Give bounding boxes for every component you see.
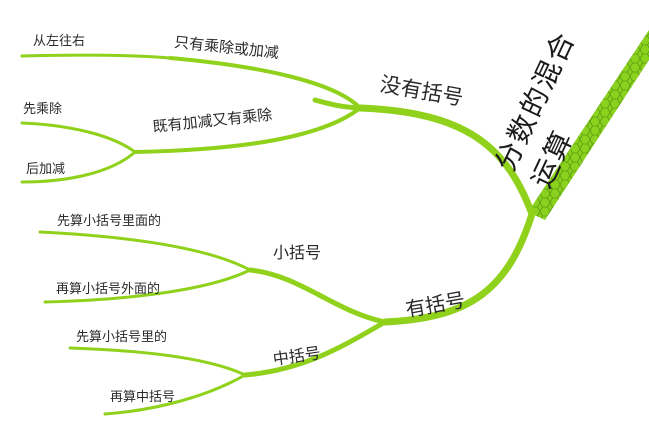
branch-leaf-middle-then	[103, 373, 247, 416]
root-trunk	[528, 30, 649, 220]
leaf-mul-div-first: 先乘除	[23, 102, 63, 117]
leaf-middle-then: 再算中括号	[110, 390, 176, 405]
leaf-left-to-right: 从左往右	[33, 34, 86, 49]
leaf-middle-inside: 先算小括号里的	[76, 330, 168, 345]
branch-middle	[242, 319, 388, 378]
branch-leaf-mul-div-first	[20, 121, 137, 154]
branch-mixed	[133, 106, 362, 154]
branch-no-brackets-tip	[312, 97, 363, 111]
branch-label-small: 小括号	[273, 243, 322, 262]
branch-leaf-left-to-right	[20, 53, 172, 60]
leaf-small-inside: 先算小括号里面的	[57, 214, 162, 229]
branch-no-brackets	[356, 104, 536, 218]
branch-only-add-sub	[168, 56, 362, 110]
branch-leaf-add-sub-after	[20, 150, 137, 184]
branch-leaf-middle-inside	[68, 346, 247, 377]
branch-leaf-small-outside	[43, 268, 252, 304]
branch-with-brackets	[381, 210, 536, 326]
leaf-small-outside: 再算小括号外面的	[56, 282, 161, 297]
branch-small	[247, 267, 388, 325]
branch-leaf-small-inside	[38, 230, 252, 272]
leaf-add-sub-after: 后加减	[26, 162, 66, 177]
